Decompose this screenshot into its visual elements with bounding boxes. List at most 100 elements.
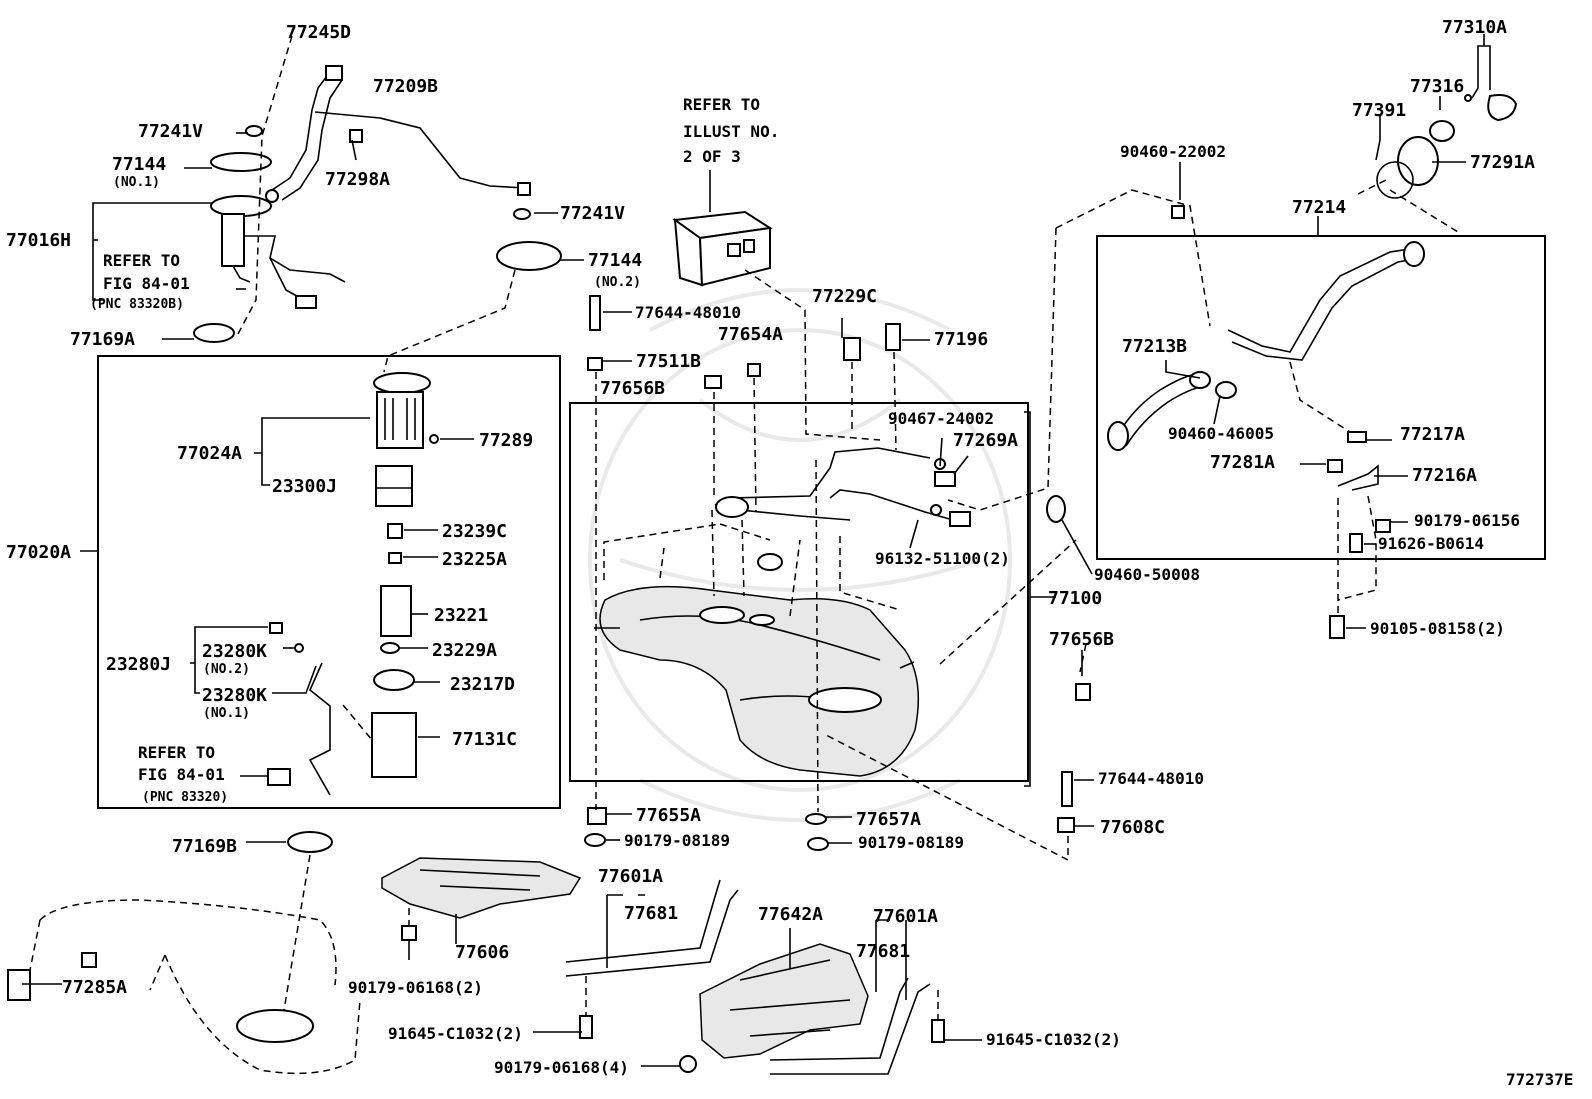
filler-hose-77213B xyxy=(1107,371,1237,451)
label-77601A-a: 77601A xyxy=(598,866,663,887)
diagram-id: 772737E xyxy=(1506,1070,1573,1089)
label-77681-b: 77681 xyxy=(856,941,910,962)
label-90460-50008: 90460-50008 xyxy=(1094,565,1200,584)
leader-lines xyxy=(22,34,1491,1067)
protector-77642A xyxy=(699,943,869,1059)
o-ring-77169A xyxy=(193,323,235,343)
label-90460-22002: 90460-22002 xyxy=(1120,142,1226,161)
label-77144-no2-sub: (NO.2) xyxy=(594,275,641,290)
note-refer-fig-83320: REFER TO FIG 84-01 (PNC 83320) xyxy=(138,743,228,805)
label-90460-46005: 90460-46005 xyxy=(1168,424,1274,443)
svg-text:REFER TO: REFER TO xyxy=(103,251,180,270)
svg-text:2 OF 3: 2 OF 3 xyxy=(683,147,741,166)
fuel-tube-assembly xyxy=(265,65,531,203)
fuel-pump-module xyxy=(267,372,439,796)
fuel-pump-assembly-box xyxy=(97,355,561,809)
label-91626-b0614: 91626-B0614 xyxy=(1378,534,1484,553)
label-90179-06168-a: 90179-06168(2) xyxy=(348,978,483,997)
label-77601A-b: 77601A xyxy=(873,906,938,927)
label-77681-a: 77681 xyxy=(624,903,678,924)
fuel-tank-straps xyxy=(565,879,945,1075)
label-77285A: 77285A xyxy=(62,977,127,998)
protector-77606 xyxy=(381,857,582,941)
label-77217A: 77217A xyxy=(1400,424,1465,445)
label-77196: 77196 xyxy=(934,329,988,350)
label-77209B: 77209B xyxy=(373,76,438,97)
svg-text:(PNC 83320): (PNC 83320) xyxy=(142,790,228,805)
note-refer-illust: REFER TO ILLUST NO. 2 OF 3 xyxy=(683,95,779,166)
label-77144-no2: 77144 xyxy=(588,250,642,271)
label-23280J: 23280J xyxy=(106,654,171,675)
vent-tubes xyxy=(714,447,971,571)
label-77298A: 77298A xyxy=(325,169,390,190)
fuel-sender-gauge xyxy=(210,195,346,309)
note-refer-fig-83320b: REFER TO FIG 84-01 (PNC 83320B) xyxy=(90,251,190,312)
label-90467-24002: 90467-24002 xyxy=(888,409,994,428)
label-77020A: 77020A xyxy=(6,542,71,563)
tank-left-fittings xyxy=(584,295,901,851)
label-77245D: 77245D xyxy=(286,22,351,43)
o-ring-77169B xyxy=(287,831,333,853)
label-77608C: 77608C xyxy=(1100,817,1165,838)
label-23229A: 23229A xyxy=(432,640,497,661)
watermark xyxy=(588,288,1012,822)
label-23300J: 23300J xyxy=(272,476,337,497)
svg-text:REFER TO: REFER TO xyxy=(138,743,215,762)
label-77644-48010-a: 77644-48010 xyxy=(635,303,741,322)
svg-text:REFER TO: REFER TO xyxy=(683,95,760,114)
label-77131C: 77131C xyxy=(452,729,517,750)
label-77241V-b: 77241V xyxy=(560,203,625,224)
fuel-tank-77100 xyxy=(594,585,920,777)
label-77229C: 77229C xyxy=(812,286,877,307)
label-77214: 77214 xyxy=(1292,197,1346,218)
label-23225A: 23225A xyxy=(442,549,507,570)
label-23280K-no1: 23280K xyxy=(202,685,267,706)
label-77644-48010-b: 77644-48010 xyxy=(1098,769,1204,788)
label-91645-c1032-b: 91645-C1032(2) xyxy=(986,1030,1121,1049)
label-77144-no1: 77144 xyxy=(112,154,166,175)
tank-right-fittings xyxy=(1046,495,1091,833)
filler-cap-assembly xyxy=(1376,94,1518,199)
label-77281A: 77281A xyxy=(1210,452,1275,473)
label-77016H: 77016H xyxy=(6,230,71,251)
filler-pipe-assembly-box xyxy=(1096,235,1546,560)
fuel-tank-assembly-box xyxy=(569,402,1029,782)
gasket-77241V-b xyxy=(513,208,531,220)
label-77656B-b: 77656B xyxy=(1049,629,1114,650)
filler-pipe-77214 xyxy=(1171,205,1425,361)
label-23239C: 23239C xyxy=(442,521,507,542)
label-77169B: 77169B xyxy=(172,836,237,857)
label-90179-08189-a: 90179-08189 xyxy=(624,831,730,850)
label-77269A: 77269A xyxy=(953,430,1018,451)
filler-brackets xyxy=(1327,431,1391,639)
label-77656B-a: 77656B xyxy=(600,378,665,399)
label-77511B: 77511B xyxy=(636,351,701,372)
label-77655A: 77655A xyxy=(636,805,701,826)
label-77657A: 77657A xyxy=(856,809,921,830)
svg-text:FIG 84-01: FIG 84-01 xyxy=(103,274,190,293)
label-77291A: 77291A xyxy=(1470,152,1535,173)
label-77144-no1-sub: (NO.1) xyxy=(113,175,160,190)
label-77642A: 77642A xyxy=(758,904,823,925)
gasket-77241V xyxy=(245,125,263,137)
lock-ring-no1 xyxy=(210,152,272,172)
label-90179-06156: 90179-06156 xyxy=(1414,511,1520,530)
label-90179-08189-b: 90179-08189 xyxy=(858,833,964,852)
svg-text:ILLUST NO.: ILLUST NO. xyxy=(683,122,779,141)
label-77316: 77316 xyxy=(1410,76,1464,97)
label-91645-c1032-a: 91645-C1032(2) xyxy=(388,1024,523,1043)
label-77654A: 77654A xyxy=(718,324,783,345)
label-77216A: 77216A xyxy=(1412,465,1477,486)
svg-text:FIG 84-01: FIG 84-01 xyxy=(138,765,225,784)
label-77289: 77289 xyxy=(479,430,533,451)
label-23280K-no2-sub: (NO.2) xyxy=(203,662,250,677)
label-90105-08158: 90105-08158(2) xyxy=(1370,619,1505,638)
label-77606: 77606 xyxy=(455,942,509,963)
label-23217D: 23217D xyxy=(450,674,515,695)
label-23280K-no2: 23280K xyxy=(202,641,267,662)
tank-lower-outline xyxy=(7,899,361,1075)
label-77241V: 77241V xyxy=(138,121,203,142)
label-77391: 77391 xyxy=(1352,100,1406,121)
label-77024A: 77024A xyxy=(177,443,242,464)
